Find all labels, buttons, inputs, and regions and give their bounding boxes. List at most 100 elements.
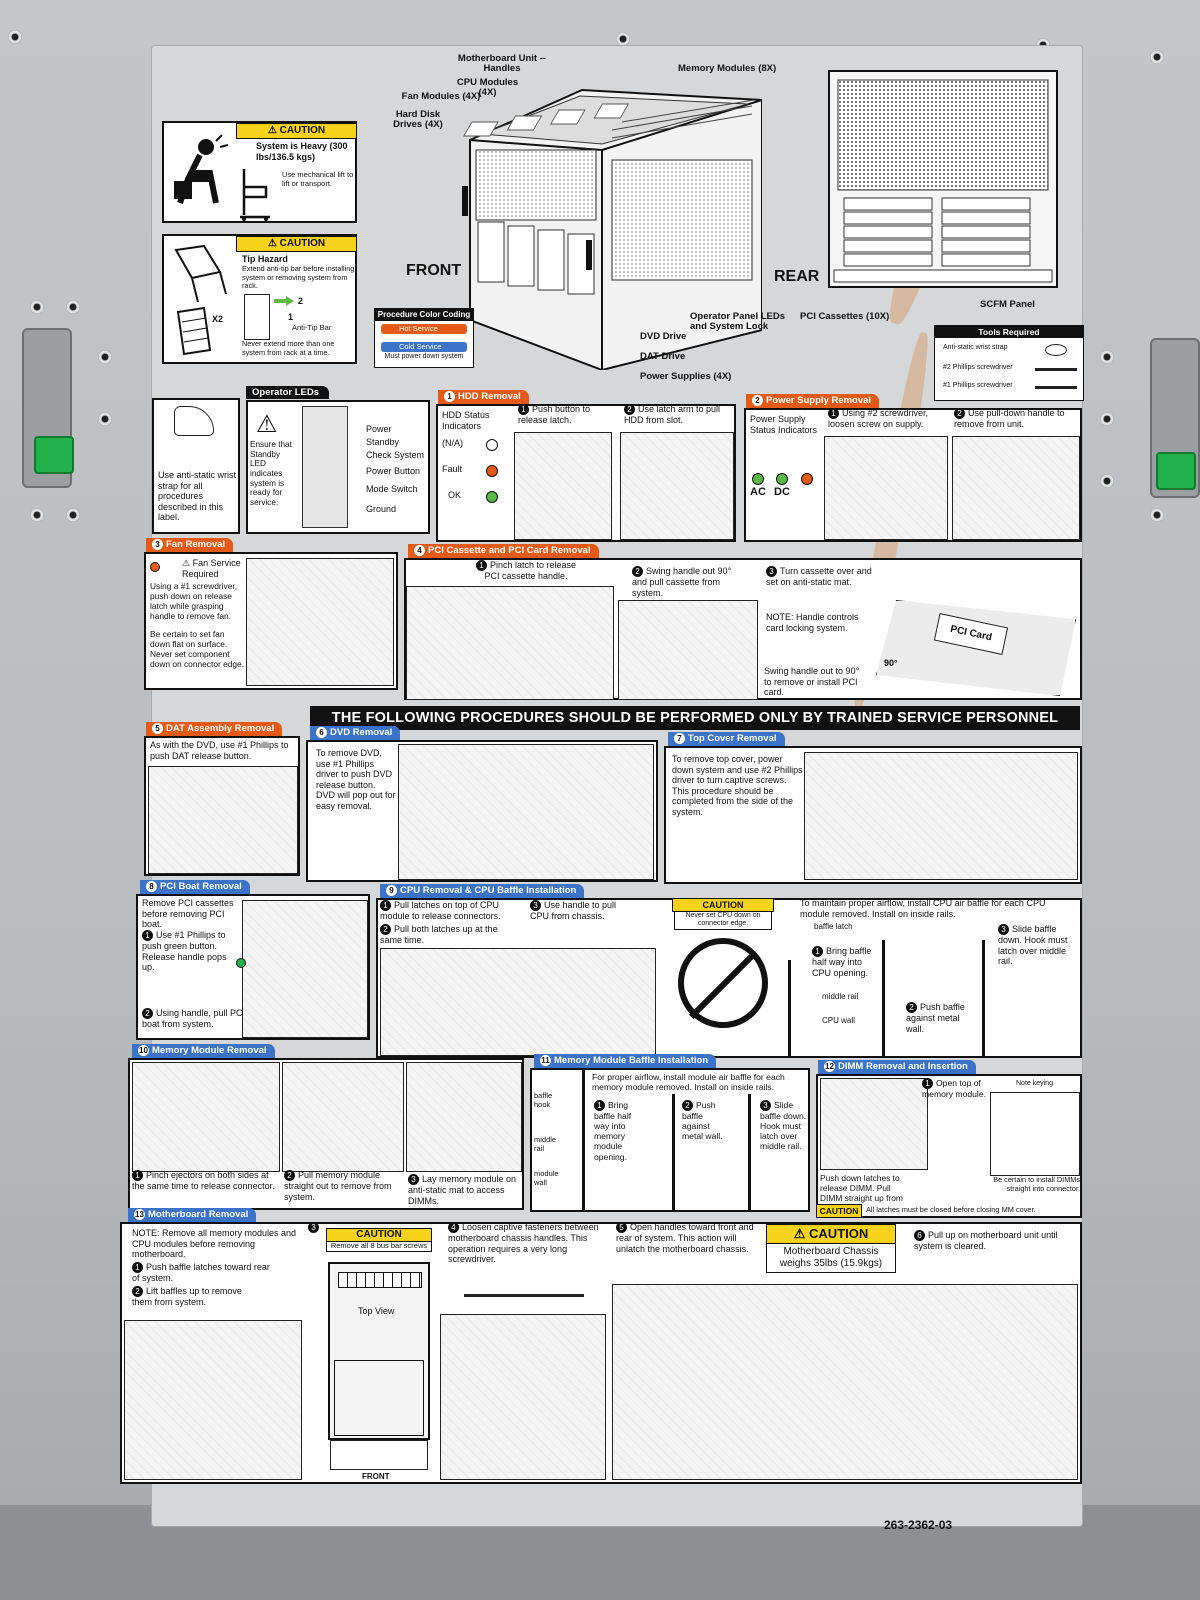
screw-icon bbox=[98, 350, 112, 364]
cold-service-note: Must power down system bbox=[384, 353, 464, 360]
tool-wrist-strap: Anti-static wrist strap bbox=[943, 344, 1008, 351]
cpu-step-3-text: Use handle to pull CPU from chassis. bbox=[530, 900, 617, 921]
cpu-removal-illustration bbox=[380, 948, 656, 1056]
pci-pull-illustration bbox=[618, 600, 758, 700]
screw-icon bbox=[30, 300, 44, 314]
caution-tip-header: ⚠ CAUTION bbox=[236, 236, 357, 252]
warning-icon: ⚠ bbox=[256, 411, 278, 438]
screw-icon bbox=[1100, 350, 1114, 364]
hdd-fault-led bbox=[486, 464, 498, 477]
led-ground: Ground bbox=[366, 504, 397, 514]
step-number: 2 bbox=[752, 395, 763, 406]
system-rear-drawing bbox=[828, 70, 1058, 288]
cpu-caution-body: Never set CPU down on connector edge. bbox=[674, 912, 772, 930]
screw-icon bbox=[1100, 412, 1114, 426]
mobo-top-view-label: Top View bbox=[358, 1306, 395, 1316]
mobo-baffle-illustration bbox=[124, 1320, 302, 1480]
callout-operator-panel: Operator Panel LEDs and System Lock bbox=[690, 311, 786, 333]
psu-step-1-text: Using #2 screwdriver, loosen screw on su… bbox=[828, 408, 929, 429]
memory-step-1-text: Pinch ejectors on both sides at the same… bbox=[132, 1170, 275, 1191]
mobo-title-text: Motherboard Removal bbox=[148, 1209, 249, 1220]
pciboat-step-1-text: Use #1 Phillips to push green button. Re… bbox=[142, 930, 227, 973]
green-release-button-right[interactable] bbox=[1156, 452, 1196, 490]
cpu-caution-header: CAUTION bbox=[672, 898, 774, 912]
topcover-illustration bbox=[804, 752, 1078, 880]
green-release-button-left[interactable] bbox=[34, 436, 74, 474]
cpu-baffle-intro: To maintain proper airflow, install CPU … bbox=[800, 898, 1046, 919]
fan-removal-illustration bbox=[246, 558, 394, 686]
pci-title-text: PCI Cassette and PCI Card Removal bbox=[428, 545, 591, 556]
membaffle-hook-label: baffle hook bbox=[534, 1091, 553, 1109]
step-number: 6 bbox=[316, 727, 327, 738]
trained-personnel-banner: THE FOLLOWING PROCEDURES SHOULD BE PERFO… bbox=[310, 706, 1080, 730]
memory-step-2-text: Pull memory module straight out to remov… bbox=[284, 1170, 392, 1202]
dimm-module-illustration bbox=[820, 1078, 928, 1170]
rear-label: REAR bbox=[774, 268, 820, 285]
part-number: 263-2362-03 bbox=[884, 1518, 953, 1532]
caution-text: CAUTION bbox=[279, 125, 326, 136]
hdd-title-text: HDD Removal bbox=[458, 391, 521, 402]
color-coding-title: Procedure Color Coding bbox=[375, 309, 473, 321]
step-number: 1 bbox=[444, 391, 455, 402]
caution-heavy-body: Use mechanical lift to lift or transport… bbox=[282, 170, 354, 188]
memory-pull-illustration bbox=[282, 1062, 404, 1172]
tip-hazard-heading: Tip Hazard bbox=[242, 254, 288, 264]
membaffle-intro: For proper airflow, install module air b… bbox=[592, 1072, 785, 1093]
color-coding-legend: Procedure Color Coding Hot Service Cold … bbox=[374, 308, 474, 368]
fan-service-required: ⚠ Fan Service Required bbox=[182, 558, 241, 579]
hdd-push-button-illustration bbox=[514, 432, 612, 540]
screw-icon bbox=[616, 32, 630, 46]
mobo-front-slots bbox=[330, 1440, 428, 1470]
mobo-caution-big-header: ⚠ CAUTION bbox=[766, 1224, 896, 1244]
step-number: 9 bbox=[386, 885, 397, 896]
pciboat-step-2-text: Using handle, pull PCI boat from system. bbox=[142, 1008, 246, 1029]
mobo-step-1-text: Push baffle latches toward rear of syste… bbox=[132, 1262, 270, 1283]
callout-hdd: Hard Disk Drives (4X) bbox=[393, 109, 443, 131]
step-number: 3 bbox=[152, 539, 163, 550]
psu-pull-illustration bbox=[952, 436, 1080, 540]
fan-service-led bbox=[150, 561, 160, 572]
membaffle-step-3-text: Slide baffle down. Hook must latch over … bbox=[760, 1100, 807, 1152]
caution-text: CAUTION bbox=[809, 1226, 869, 1241]
mobo-caution3-header: CAUTION bbox=[326, 1228, 432, 1242]
callout-dat: DAT Drive bbox=[640, 351, 686, 362]
standby-instruction: Ensure that Standby LED indicates system… bbox=[250, 440, 292, 508]
tool-phillips-1: #1 Phillips screwdriver bbox=[943, 382, 1013, 389]
cpu-middle-rail-label: middle rail bbox=[822, 992, 859, 1001]
cpu-wall-label: CPU wall bbox=[822, 1016, 855, 1025]
x2-label: X2 bbox=[212, 314, 224, 324]
pci-note: NOTE: Handle controls card locking syste… bbox=[766, 612, 859, 633]
front-label: FRONT bbox=[406, 262, 462, 279]
operator-leds-title: Operator LEDs bbox=[246, 386, 330, 399]
rack-tip-icon bbox=[168, 242, 228, 360]
mobo-caution3-body: Remove all 8 bus bar screws bbox=[326, 1241, 432, 1252]
step-number: 11 bbox=[540, 1055, 551, 1066]
fan-req-text: Fan Service Required bbox=[182, 558, 241, 579]
pciboat-panel: Remove PCI cassettes before removing PCI… bbox=[136, 894, 370, 1040]
prohibited-icon bbox=[678, 938, 768, 1028]
mobo-front-label: FRONT bbox=[362, 1472, 390, 1481]
callout-pci-cassettes: PCI Cassettes (10X) bbox=[800, 311, 890, 322]
callout-memory: Memory Modules (8X) bbox=[678, 63, 777, 74]
hdd-na-led bbox=[486, 438, 498, 451]
membaffle-step-1-text: Bring baffle half way into memory module… bbox=[594, 1100, 632, 1162]
